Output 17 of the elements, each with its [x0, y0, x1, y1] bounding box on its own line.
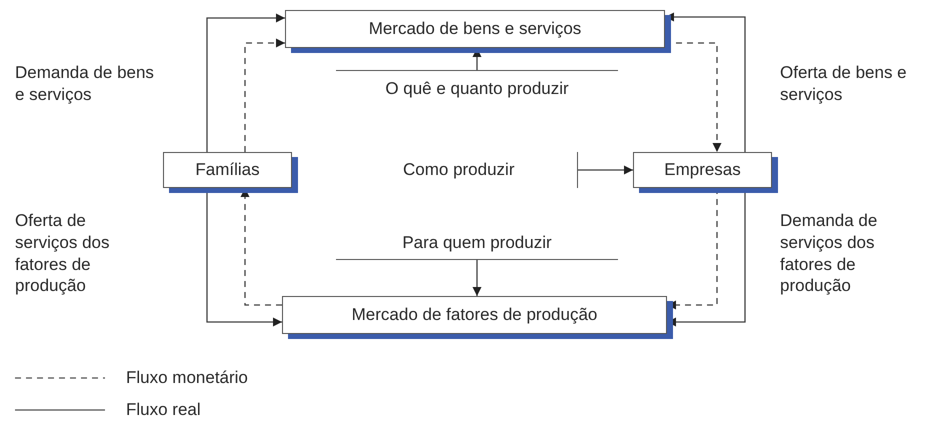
flow-arrow — [206, 14, 285, 152]
question-text: O quê e quanto produzir — [385, 78, 569, 98]
flow-description: Demanda de serviços dos fatores de produção — [780, 210, 878, 297]
box-label: Famílias — [195, 160, 260, 180]
legend-text: Fluxo monetário — [126, 367, 248, 389]
box-label: Mercado de fatores de produção — [352, 305, 598, 325]
flow-arrow — [472, 260, 482, 296]
flow-description: Demanda de bens e serviços — [15, 62, 155, 106]
question-text: Como produzir — [403, 160, 514, 180]
flow-arrow — [578, 166, 633, 174]
flow-arrow — [244, 38, 285, 152]
question-text: Para quem produzir — [402, 232, 552, 252]
flow-description: Oferta de serviços dos fatores de produção — [15, 210, 110, 297]
box-label: Empresas — [664, 160, 741, 180]
legend-text: Fluxo real — [126, 399, 201, 421]
box-label: Mercado de bens e serviços — [368, 19, 582, 39]
flow-description: Oferta de bens e serviços — [780, 62, 908, 106]
